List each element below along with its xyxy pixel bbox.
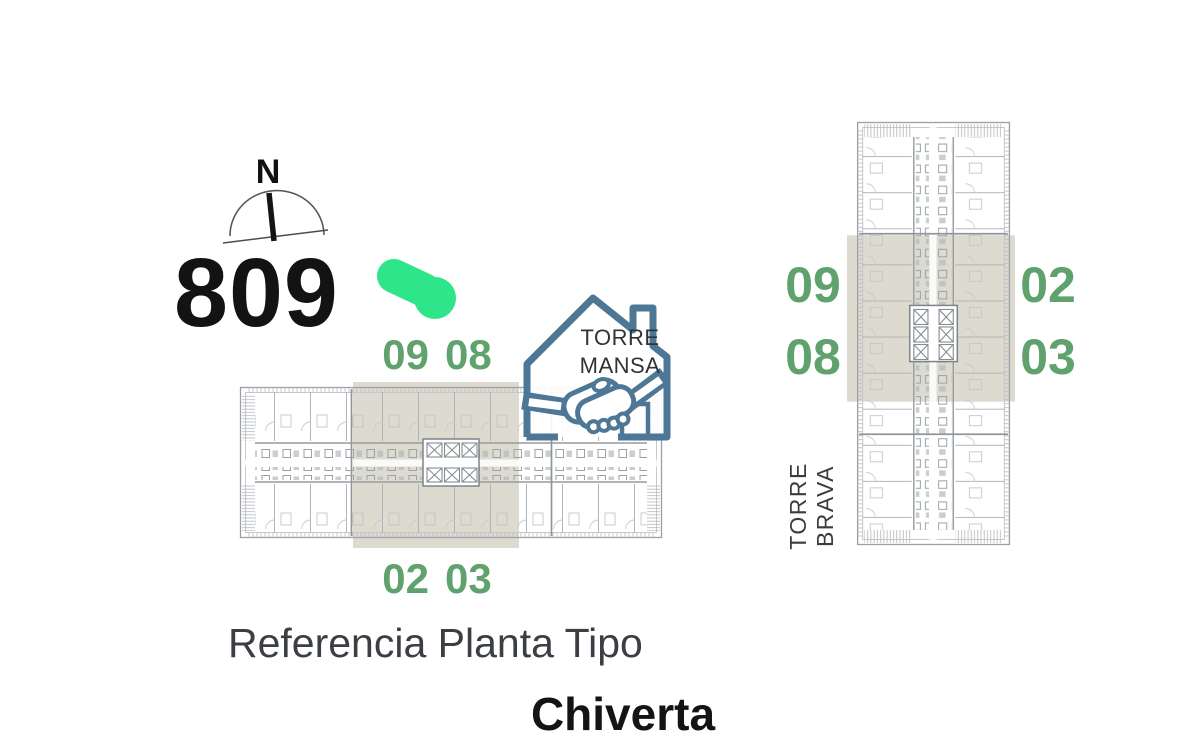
handshake-icon xyxy=(521,368,671,435)
unit-number: 809 xyxy=(174,238,339,347)
unit-label: 03 xyxy=(445,555,492,602)
unit-label: 02 xyxy=(382,555,429,602)
unit-label: 09 xyxy=(785,257,841,313)
watermark-title: TORRE MANSA xyxy=(556,324,684,379)
unit-label: 02 xyxy=(1020,257,1076,313)
main-plan-top-labels: 09 08 xyxy=(357,334,517,376)
unit-label: 03 xyxy=(1020,329,1076,385)
building-title: Chiverta xyxy=(530,688,716,740)
watermark-line-1: TORRE xyxy=(580,325,660,350)
reference-caption: Referencia Planta Tipo xyxy=(228,620,643,666)
floor-plan-side xyxy=(847,121,1015,546)
unit-label: 08 xyxy=(445,331,492,378)
compass-north-label: N xyxy=(256,153,281,191)
tower-name-line-2: BRAVA xyxy=(812,464,838,548)
unit-label: 09 xyxy=(382,331,429,378)
tower-name-line-1: TORRE xyxy=(785,462,811,550)
tower-name-label: TORRE BRAVA xyxy=(785,453,841,559)
compass-icon: N xyxy=(222,153,329,244)
main-plan-bottom-labels: 02 03 xyxy=(357,558,517,600)
house-handshake-watermark-icon xyxy=(521,294,671,441)
unit-label: 08 xyxy=(785,329,841,385)
watermark-line-2: MANSA xyxy=(579,352,661,378)
location-marker-icon xyxy=(377,259,456,319)
